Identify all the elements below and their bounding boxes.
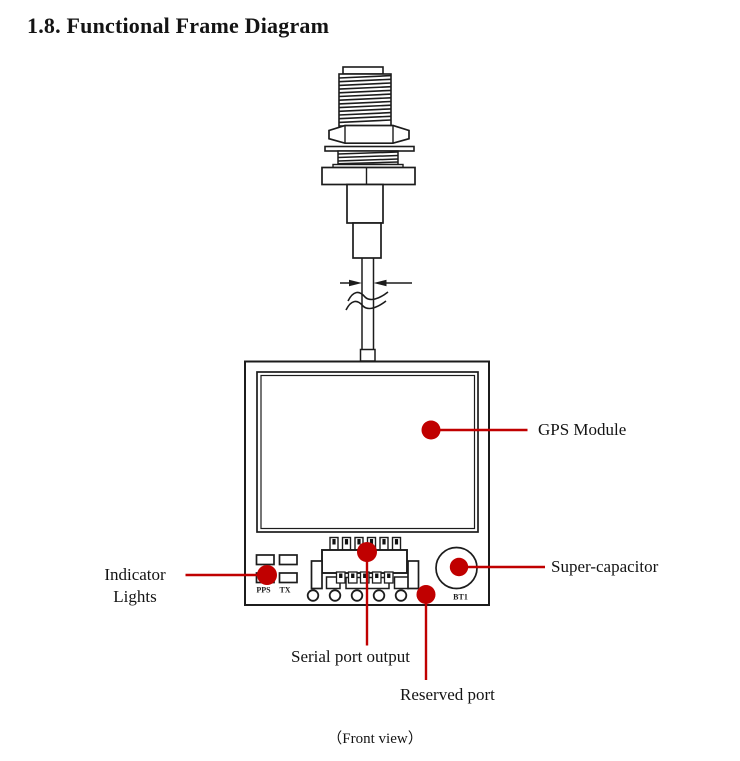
antenna-top-cap (342, 66, 384, 75)
callout-gps-module (421, 420, 528, 440)
callout-dot-reserved (416, 585, 436, 604)
coax-cable (361, 258, 375, 351)
serial-port-label: Serial port output (291, 647, 410, 666)
arrow-left (349, 279, 362, 287)
antenna-hex-nut (328, 124, 410, 145)
gps-module-label: GPS Module (538, 420, 627, 439)
antenna-hex-nut-facets (344, 125, 394, 144)
indicator-lights-label: Indicator Lights (92, 564, 178, 608)
indicator-light-2 (278, 554, 298, 566)
antenna-upper-threads (338, 74, 392, 124)
callout-indicator-lights (185, 565, 277, 585)
indicator-lights-label-line2: Lights (113, 587, 157, 606)
antenna-lower-threads (337, 151, 399, 165)
connector-tab-right (407, 560, 420, 590)
cable-dimension-arrows (340, 279, 412, 287)
antenna-step-1 (346, 183, 384, 224)
super-capacitor-label: Super-capacitor (551, 557, 659, 576)
callout-serial-port (357, 542, 377, 646)
indicator-light-1 (255, 554, 275, 566)
cable-break-symbol (345, 291, 389, 311)
section-title: 1.8. Functional Frame Diagram (27, 13, 330, 38)
arrow-right (373, 279, 387, 287)
callout-dot-serial (357, 542, 377, 562)
connector-bottom-pins (335, 571, 394, 584)
antenna-connector (321, 66, 416, 259)
cable-entry-tab (359, 348, 376, 362)
gps-shield (256, 371, 479, 533)
connector-foot-right (393, 576, 410, 590)
callout-dot-gps (421, 420, 441, 440)
front-view-caption: （Front view） (327, 731, 423, 747)
tx-label: TX (279, 586, 290, 595)
indicator-light-4 (278, 572, 298, 584)
antenna-bulkhead-body (321, 166, 416, 186)
reserved-port-label: Reserved port (400, 685, 495, 704)
callout-dot-supercap (449, 557, 469, 577)
indicator-lights-label-line1: Indicator (104, 565, 166, 584)
callout-super-capacitor (449, 557, 545, 577)
bt1-label: BT1 (453, 593, 468, 602)
antenna-step-2 (352, 222, 382, 259)
pps-label: PPS (256, 586, 271, 595)
connector-tab-left (310, 560, 323, 590)
callout-dot-indicator (257, 565, 277, 585)
callout-reserved-port (416, 585, 436, 680)
